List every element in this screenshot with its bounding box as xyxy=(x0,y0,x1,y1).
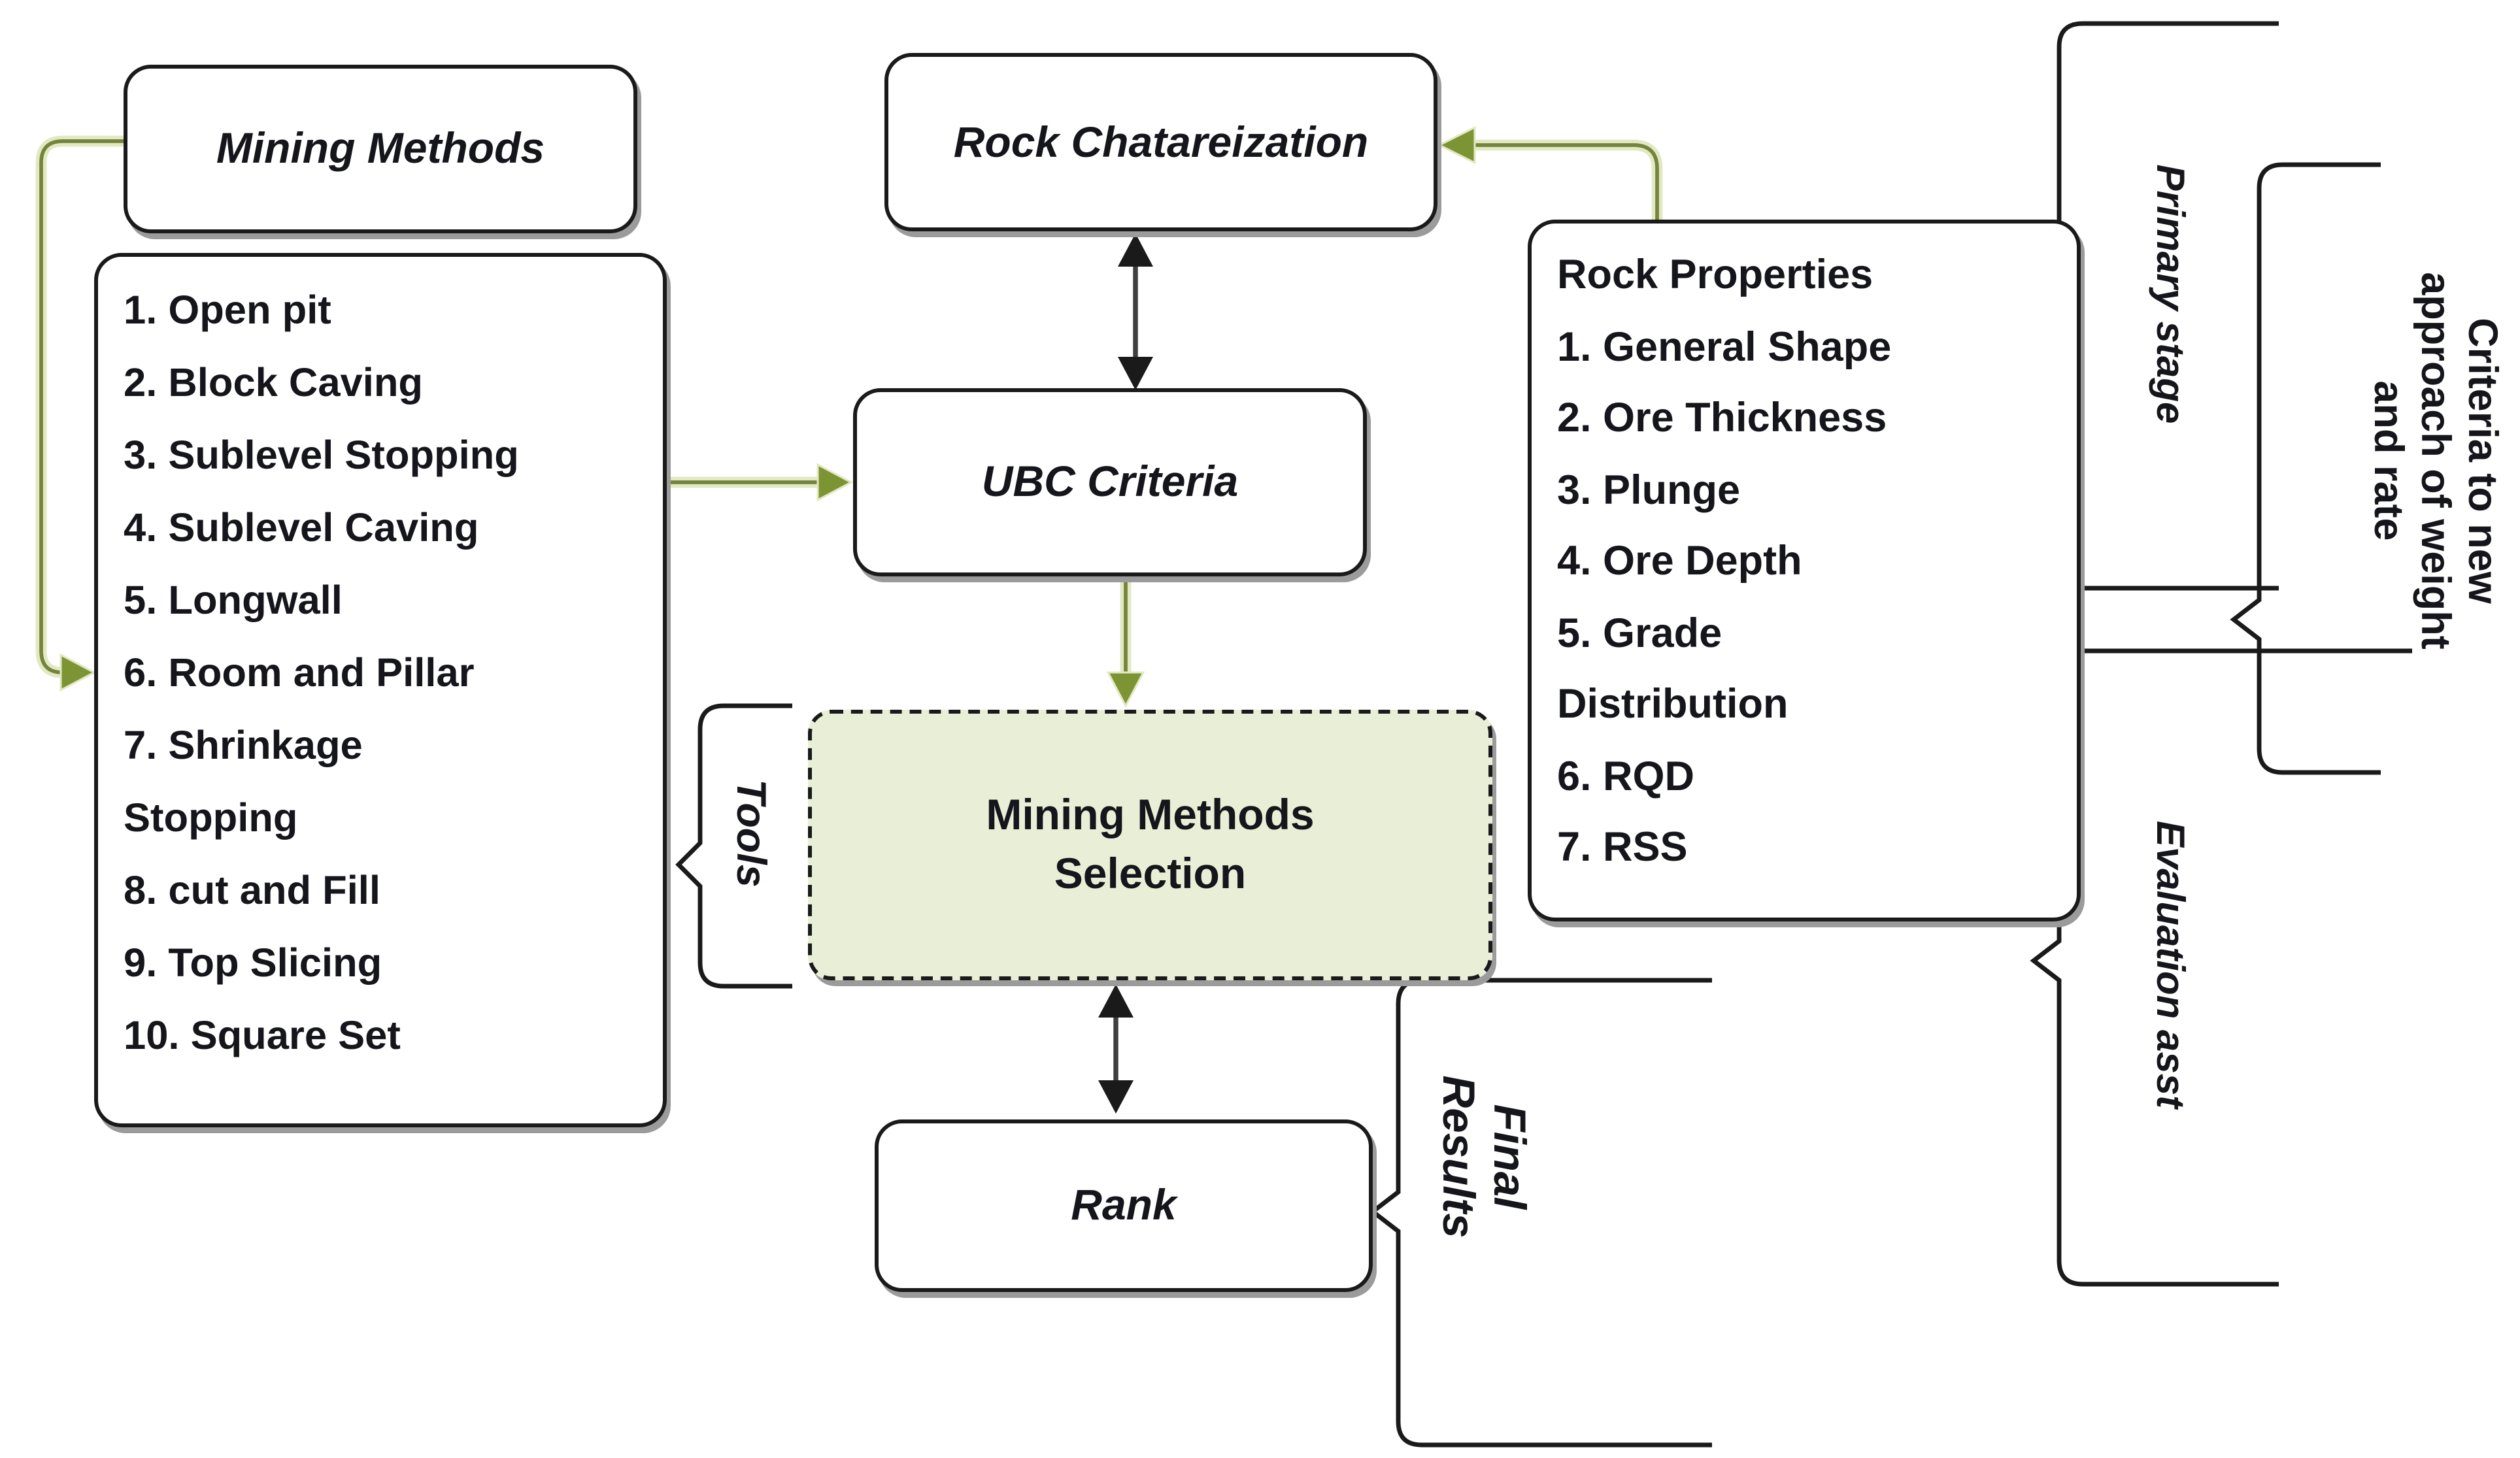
text-line: and rate xyxy=(2365,380,2410,541)
rock-characterization-label: Rock Chatareization xyxy=(953,116,1369,166)
text-line: 2. Block Caving xyxy=(124,361,424,406)
text-line: approach of weight xyxy=(2412,272,2457,650)
text-line: Distribution xyxy=(1557,682,1789,727)
text-line: 6. RQD xyxy=(1557,754,1695,799)
text-line: 3. Sublevel Stopping xyxy=(124,433,519,478)
text-line: Final xyxy=(1485,1104,1536,1210)
arrow-ubc-to-selection xyxy=(1106,578,1145,708)
arrow-rockprops-to-rockchat xyxy=(1437,125,1663,220)
criteria-brace xyxy=(2230,162,2381,775)
evaluation-asst-label: Evaluation asst xyxy=(2147,820,2191,1109)
evaluation-asst-brace xyxy=(2030,648,2412,1287)
text-line: 7. RSS xyxy=(1557,825,1688,870)
mining-methods-title-label: Mining Methods xyxy=(216,124,545,173)
rank-label: Rank xyxy=(1071,1180,1177,1229)
double-arrow-selection-rank xyxy=(1098,984,1134,1114)
text-line: Rock Properties xyxy=(1557,253,1873,298)
rank-box: Rank xyxy=(875,1119,1373,1292)
text-line: 5. Longwall xyxy=(124,578,343,623)
text-line: Selection xyxy=(1054,849,1247,898)
final-results-brace xyxy=(1369,978,1712,1448)
tools-brace xyxy=(675,703,792,989)
text-line: 3. Plunge xyxy=(1557,467,1741,513)
rock-characterization-box: Rock Chatareization xyxy=(884,53,1437,231)
ubc-criteria-box: UBC Criteria xyxy=(853,388,1367,576)
text-line: 4. Ore Depth xyxy=(1557,539,1802,584)
text-line: 1. Open pit xyxy=(124,288,331,333)
arrow-list-to-ubc xyxy=(667,463,854,502)
rock-properties-box: Rock Properties 1. General Shape 2. Ore Th… xyxy=(1528,220,2081,921)
text-line: 6. Room and Pillar xyxy=(124,651,475,696)
text-line: 1. General Shape xyxy=(1557,324,1892,370)
ubc-criteria-label: UBC Criteria xyxy=(981,457,1239,506)
text-line: 7. Shrinkage xyxy=(124,723,363,769)
green-loop-arrow xyxy=(35,135,124,692)
text-line: 9. Top Slicing xyxy=(124,941,382,986)
tools-label: Tools xyxy=(728,779,773,887)
text-line: 4. Sublevel Caving xyxy=(124,506,479,551)
text-line: Criteria to new xyxy=(2459,318,2504,604)
mining-methods-list-box: 1. Open pit 2. Block Caving 3. Sublevel St… xyxy=(94,253,667,1127)
text-line: Mining Methods xyxy=(986,790,1315,839)
text-line: Stopping xyxy=(124,796,298,841)
mining-methods-title-box: Mining Methods xyxy=(124,65,637,233)
primary-stage-label: Primary stage xyxy=(2147,164,2191,424)
text-line: 8. cut and Fill xyxy=(124,869,380,914)
double-arrow-rockchat-ubc xyxy=(1118,233,1153,390)
text-line: 5. Grade xyxy=(1557,610,1722,656)
text-line: Results xyxy=(1434,1075,1485,1238)
text-line: 2. Ore Thickness xyxy=(1557,396,1887,441)
text-line: 10. Square Set xyxy=(124,1014,401,1059)
